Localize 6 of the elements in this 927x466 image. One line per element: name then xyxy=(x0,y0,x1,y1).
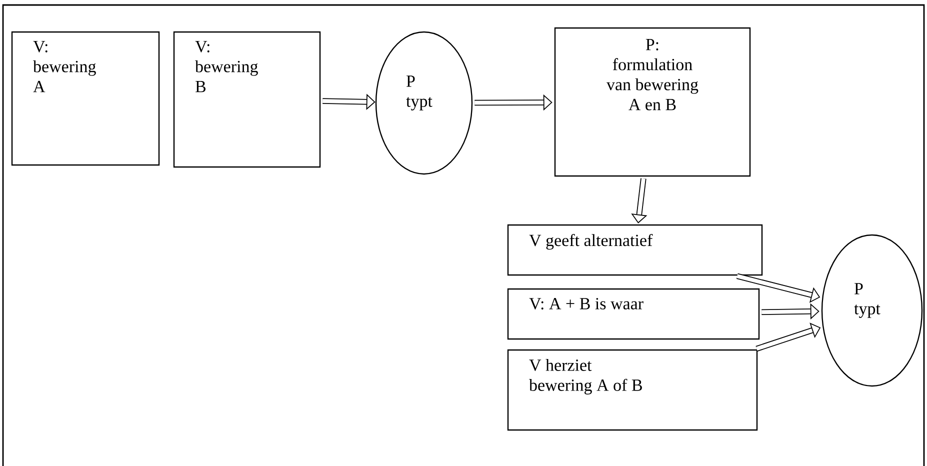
process-box: V: bewering A xyxy=(11,31,160,166)
process-box: V herziet bewering A of B xyxy=(507,349,758,431)
process-box: P: formulation van bewering A en B xyxy=(554,27,751,177)
process-box: V: A + B is waar xyxy=(507,288,760,340)
process-box: V: bewering B xyxy=(173,31,321,168)
process-box: V geeft alternatief xyxy=(507,224,763,276)
